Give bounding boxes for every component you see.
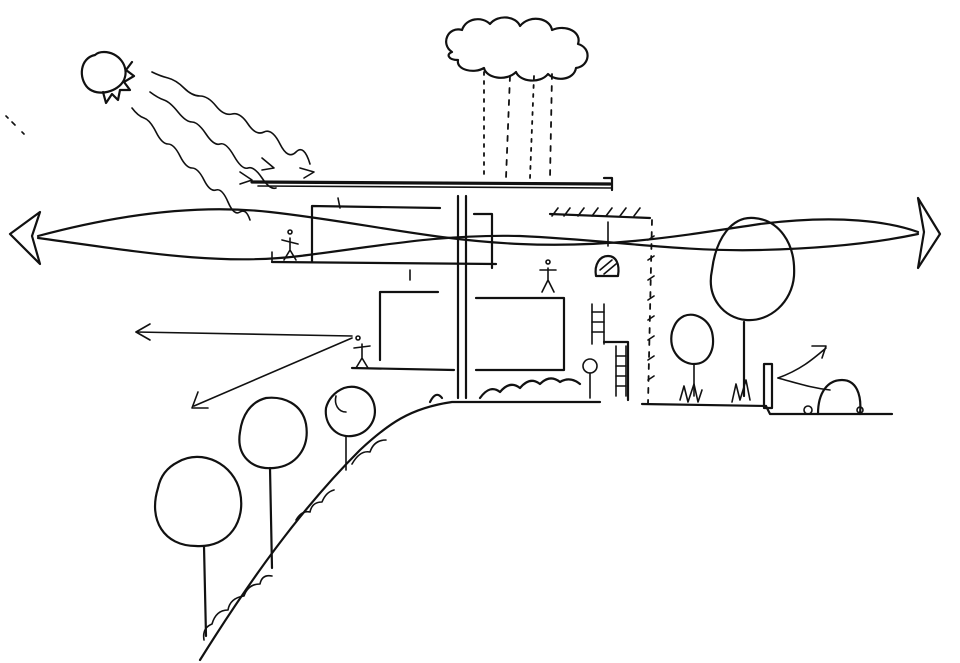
terrain xyxy=(198,400,894,662)
ground-plants xyxy=(428,377,582,404)
tree-icon xyxy=(238,396,308,570)
slope-plants xyxy=(202,439,387,641)
rain-icon xyxy=(483,71,553,179)
mound xyxy=(803,378,864,416)
arrow-icon xyxy=(777,345,831,391)
roof-slab xyxy=(250,176,614,192)
tree-icon xyxy=(153,455,243,638)
upper-floor xyxy=(270,197,498,270)
double-arrow-icon xyxy=(8,196,942,270)
tree-icon xyxy=(670,313,715,397)
ladder-icon xyxy=(591,303,630,402)
stray-marks xyxy=(5,115,25,135)
sun-rays xyxy=(131,71,315,221)
person-icon xyxy=(353,335,371,369)
sun-icon xyxy=(80,50,136,105)
lower-floor-left xyxy=(350,269,456,372)
tree-icon xyxy=(709,216,796,398)
person-icon xyxy=(281,229,299,261)
person-icon xyxy=(539,259,557,293)
column xyxy=(456,194,468,400)
tree-icon xyxy=(582,358,598,399)
lower-floor-right xyxy=(474,296,566,372)
post xyxy=(762,362,774,410)
arrow-icon xyxy=(135,323,353,409)
tree-icon xyxy=(324,385,376,471)
skylight xyxy=(594,221,620,278)
grass xyxy=(679,379,751,403)
cloud-icon xyxy=(445,16,589,82)
tower xyxy=(548,207,655,405)
